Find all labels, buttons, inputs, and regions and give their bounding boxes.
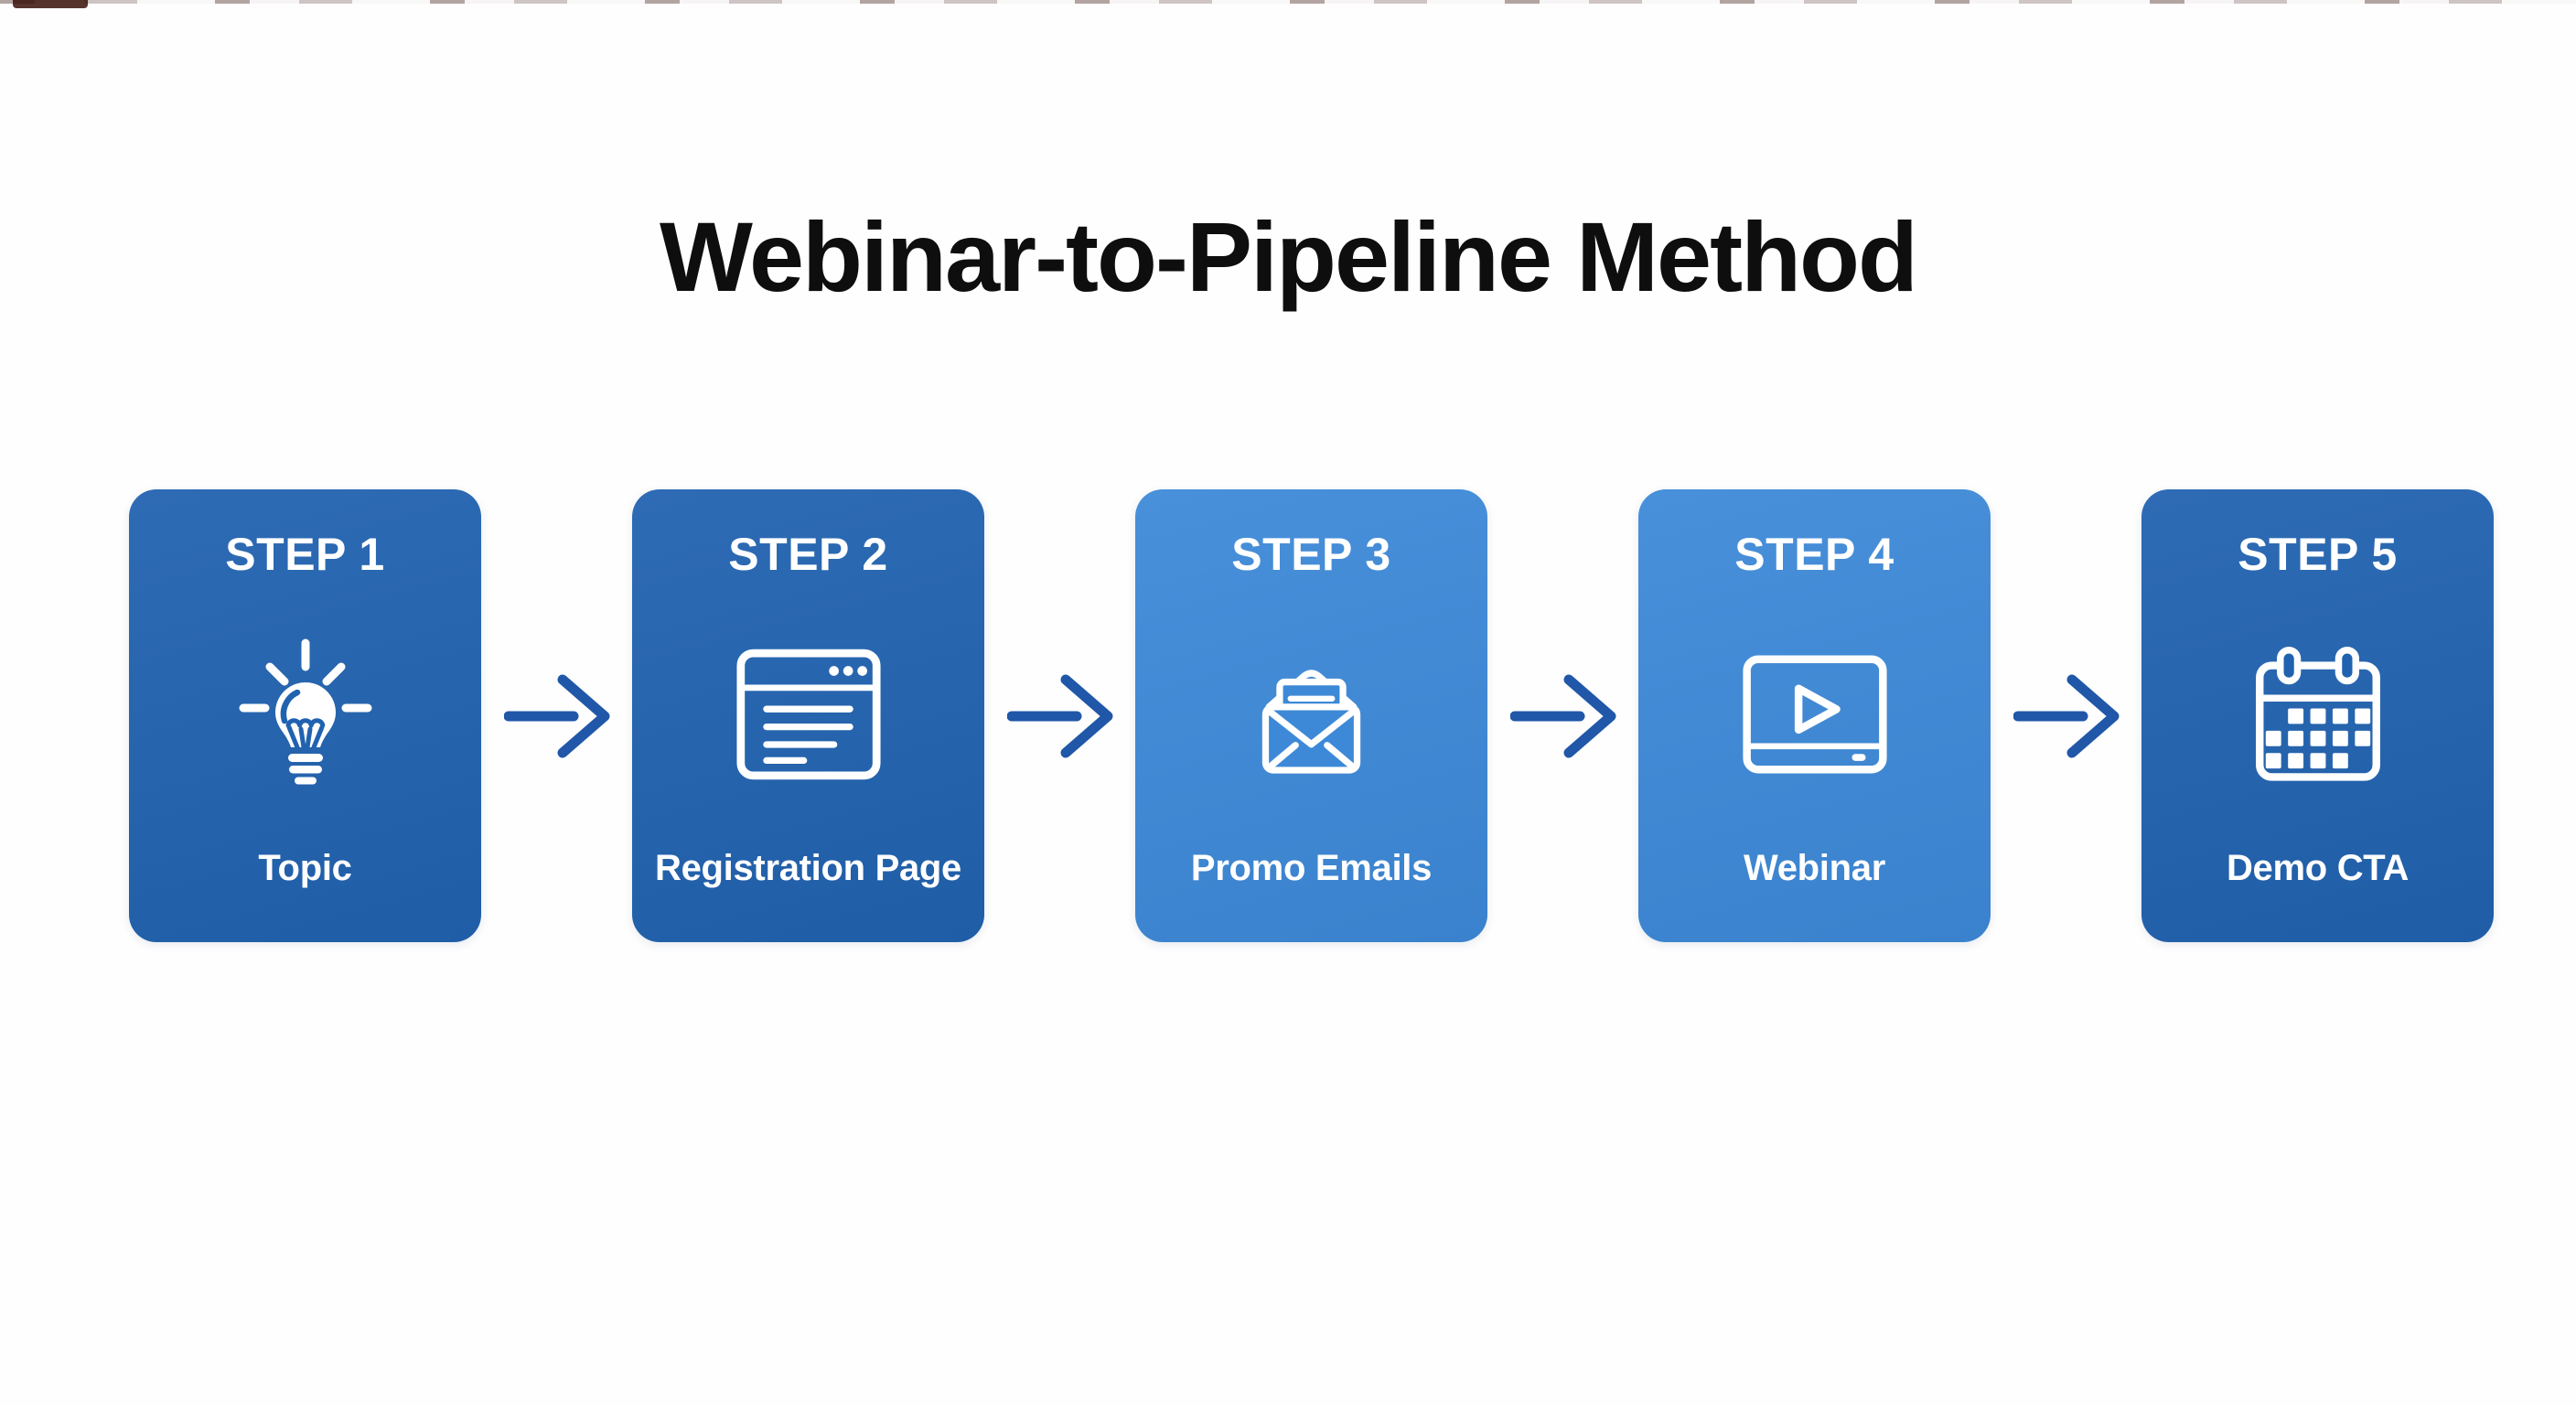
top-edge-artifact — [0, 0, 2576, 4]
step-card-4: STEP 4 Webinar — [1638, 489, 1991, 942]
step-heading: STEP 3 — [1231, 529, 1391, 580]
step-label: Registration Page — [655, 848, 961, 888]
video-player-icon — [1742, 581, 1888, 848]
browser-window-icon — [735, 581, 882, 848]
top-edge-artifact-blob — [13, 0, 88, 8]
arrow-right-icon — [1487, 489, 1638, 942]
step-heading: STEP 5 — [2238, 529, 2398, 580]
step-label: Topic — [258, 848, 352, 888]
arrow-right-icon — [984, 489, 1135, 942]
arrow-right-icon — [1991, 489, 2141, 942]
step-card-5: STEP 5 — [2141, 489, 2494, 942]
page-title: Webinar-to-Pipeline Method — [660, 201, 1918, 312]
step-label: Demo CTA — [2226, 848, 2410, 888]
step-card-1: STEP 1 — [129, 489, 481, 942]
step-heading: STEP 2 — [728, 529, 888, 580]
arrow-right-icon — [481, 489, 632, 942]
step-card-3: STEP 3 Promo Emails — [1135, 489, 1487, 942]
email-envelope-icon — [1240, 581, 1382, 848]
calendar-icon — [2249, 581, 2387, 848]
flow-diagram: STEP 1 — [129, 489, 2494, 942]
lightbulb-icon — [237, 581, 374, 848]
step-heading: STEP 1 — [225, 529, 385, 580]
step-label: Webinar — [1744, 848, 1885, 888]
step-label: Promo Emails — [1190, 848, 1433, 888]
step-heading: STEP 4 — [1734, 529, 1894, 580]
step-card-2: STEP 2 Registration Page — [632, 489, 984, 942]
